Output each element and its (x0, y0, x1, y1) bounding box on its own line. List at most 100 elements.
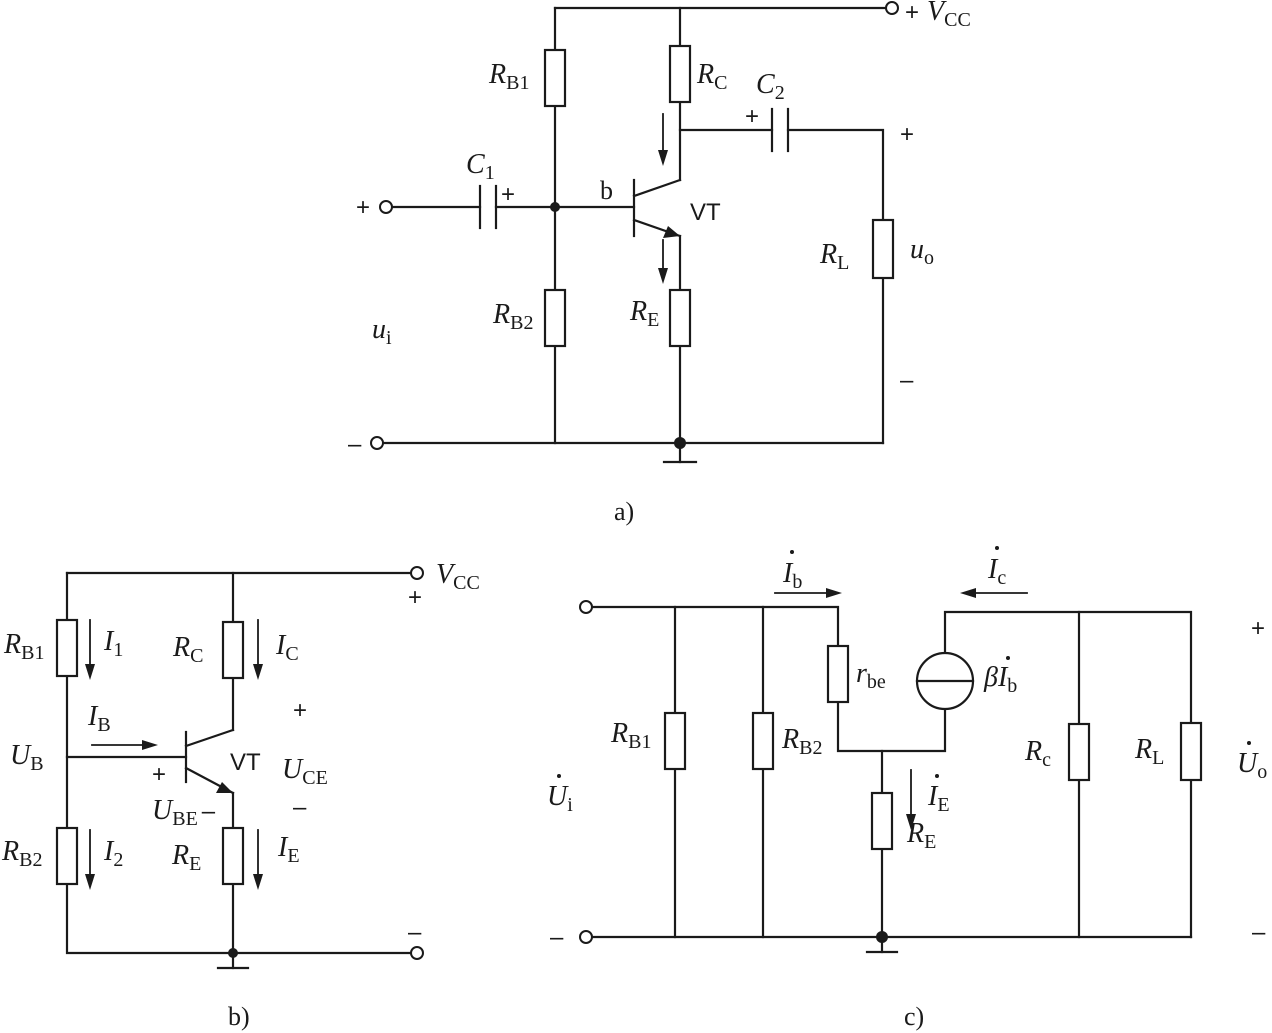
capacitor-c2 (770, 107, 790, 153)
vcc-terminal-b (410, 566, 424, 580)
resistor-re-c (870, 791, 894, 851)
resistor-rc-b (221, 620, 245, 680)
rl-label-a: RL (819, 239, 849, 274)
ie-label-b: IE (277, 832, 300, 867)
rb2-label-c: RB2 (781, 724, 822, 759)
c2-label-a: C2 (756, 69, 785, 104)
uo-label-a: uo (910, 234, 934, 269)
phasor-dot-source (1006, 656, 1010, 660)
source-label-c: βIb (983, 662, 1017, 697)
rc-label-b: RC (172, 632, 203, 667)
input-terminal-plus (379, 200, 393, 214)
ie-label-c: IE (927, 781, 950, 816)
diagram-c: Ib Ic rbe βIb RB1 RB2 Ui – IE RE (547, 546, 1267, 1031)
diagram-a-wires (381, 6, 887, 464)
diagram-c-wires (590, 605, 1193, 954)
ic-label-c: Ic (987, 554, 1006, 589)
resistor-re-b (221, 826, 245, 886)
caption-a: a) (614, 497, 634, 526)
uo-plus-sign: + (900, 121, 914, 148)
c1-label-a: C1 (466, 149, 495, 184)
resistor-rb2-b (55, 826, 79, 886)
re-label-a: RE (629, 296, 659, 331)
resistor-re (668, 288, 692, 348)
rb2-label-a: RB2 (492, 299, 533, 334)
ube-plus-b: + (152, 761, 166, 788)
ground-terminal-b (410, 946, 424, 960)
rc-label-a: RC (696, 59, 727, 94)
current-source (915, 651, 975, 711)
ic-label-b: IC (275, 630, 299, 665)
ube-label-b: UBE– (152, 795, 216, 830)
resistor-rb1 (543, 48, 567, 108)
transistor-label-a: VT (690, 199, 721, 226)
vcc-terminal (885, 1, 899, 15)
i1-label-b: I1 (103, 626, 123, 661)
resistor-rb2-c (751, 711, 775, 771)
rb1-label-a: RB1 (488, 59, 529, 94)
vcc-label-a: +VCC (905, 0, 971, 31)
rl-label-c: RL (1134, 734, 1164, 769)
diagram-b-wires (65, 571, 413, 970)
phasor-dot-ie (935, 774, 939, 778)
resistor-rb2 (543, 288, 567, 348)
caption-b: b) (228, 1002, 250, 1031)
ground-junction-dot-b (228, 948, 238, 958)
uce-plus-b: + (293, 697, 307, 724)
ib-label-b: IB (87, 701, 111, 736)
uo-plus-c: + (1251, 615, 1265, 642)
ui-label-a: ui (372, 314, 392, 349)
resistor-rc-c (1067, 722, 1091, 782)
c1-plus-sign: + (501, 181, 515, 208)
transistor-label-b: VT (230, 749, 261, 776)
phasor-dot-ib (790, 550, 794, 554)
ui-plus-sign: + (356, 194, 370, 221)
i2-label-b: I2 (103, 836, 123, 871)
uo-minus-c: – (1252, 919, 1266, 946)
resistor-rc (668, 44, 692, 104)
re-label-c: RE (906, 818, 936, 853)
vcc-minus-b: – (408, 919, 422, 946)
ub-label-b: UB (10, 740, 44, 775)
uo-minus-sign: – (900, 367, 914, 394)
vcc-plus-b: + (408, 584, 422, 611)
junction-dot (550, 202, 560, 212)
diagram-a: +VCC RB1 RC C2 + C1 + b VT RL uo + – + –… (348, 0, 971, 526)
diagram-a-transistor (632, 178, 682, 238)
capacitor-c1 (478, 184, 498, 230)
ground-junction-dot-c (876, 931, 888, 943)
resistor-rb1-b (55, 618, 79, 678)
diagram-b-transistor (184, 728, 235, 795)
rbe-label-c: rbe (856, 658, 886, 693)
uce-minus-b: – (293, 794, 307, 821)
resistor-rl (871, 218, 895, 280)
rb1-label-b: RB1 (3, 629, 44, 664)
input-terminal-c (579, 600, 593, 614)
diagram-b: VCC + – RB1 I1 RC IC IB UB VT + UCE – + … (1, 559, 480, 1031)
phasor-dot-ic (995, 546, 999, 550)
diagram-b-current-arrows (85, 619, 263, 890)
base-label: b (600, 176, 613, 205)
vcc-label-b: VCC (436, 559, 480, 594)
phasor-dot-ui (557, 774, 561, 778)
ib-label-c: Ib (782, 558, 802, 593)
uo-label-c: Uo (1237, 748, 1267, 783)
ground-junction-dot (674, 437, 686, 449)
ui-minus-c: – (550, 924, 564, 951)
phasor-dot-uo (1247, 741, 1251, 745)
resistor-rb1-c (663, 711, 687, 771)
ui-minus-sign: – (348, 431, 362, 458)
rb1-label-c: RB1 (610, 718, 651, 753)
rc-label-c: Rc (1024, 736, 1051, 771)
rb2-label-b: RB2 (1, 836, 42, 871)
input-ground-terminal-c (579, 930, 593, 944)
ui-label-c: Ui (547, 781, 573, 816)
uce-label-b: UCE (282, 754, 328, 789)
diagram-a-current-arrows (658, 113, 668, 284)
caption-c: c) (904, 1002, 924, 1031)
c2-plus-sign: + (745, 103, 759, 130)
resistor-rl-c (1179, 721, 1203, 782)
diagram-c-current-arrows (774, 588, 1028, 830)
re-label-b: RE (171, 840, 201, 875)
